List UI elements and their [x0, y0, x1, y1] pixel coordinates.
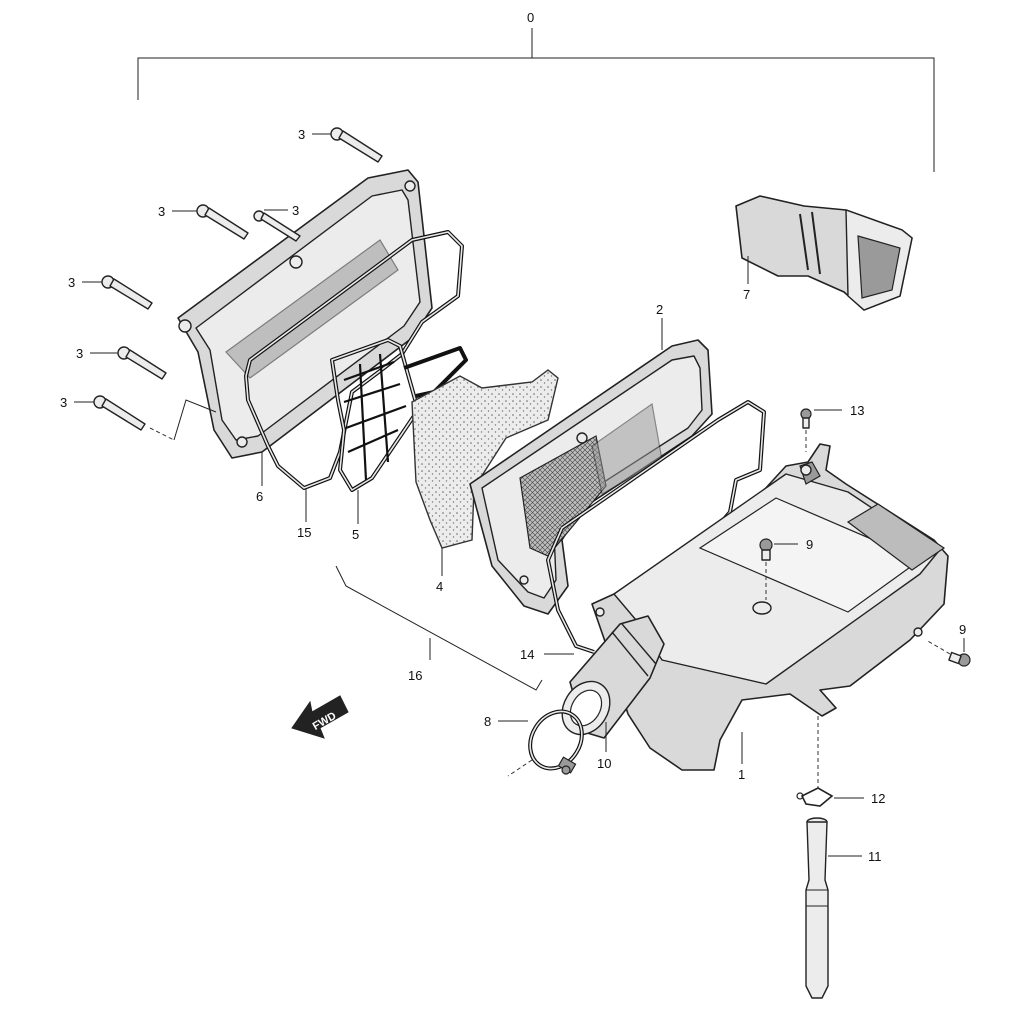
part-4-foam-element	[411, 369, 559, 549]
callout-1: 1	[738, 767, 745, 782]
part-9-screw-side	[925, 639, 971, 667]
part-11-drain-tube	[805, 817, 829, 999]
callout-9a: 9	[806, 537, 813, 552]
left-arrow-icon	[291, 695, 349, 739]
callout-4: 4	[436, 579, 443, 594]
callout-15: 15	[297, 525, 311, 540]
callout-3b: 3	[158, 204, 165, 219]
callout-3a: 3	[298, 127, 305, 142]
callout-3f: 3	[60, 395, 67, 410]
callout-7: 7	[743, 287, 750, 302]
assembly-bracket	[137, 28, 935, 172]
part-3-screws	[74, 127, 383, 441]
fwd-direction-arrow: FWD	[291, 695, 349, 739]
callout-3e: 3	[76, 346, 83, 361]
part-12-drain-clip	[796, 716, 834, 807]
callout-3d: 3	[68, 275, 75, 290]
part-14-case-gasket	[546, 400, 766, 654]
part-1-air-cleaner-case	[591, 443, 949, 771]
part-2-filter-plate	[469, 339, 713, 615]
screw-3b	[172, 204, 249, 240]
screw-3f	[74, 395, 146, 431]
screw-3d	[82, 275, 153, 310]
callout-3c: 3	[292, 203, 299, 218]
callout-13: 13	[850, 403, 864, 418]
part-13-screw	[800, 408, 812, 452]
part-10-connecting-tube	[561, 615, 665, 739]
part-9-screw-upper	[759, 538, 773, 600]
callout-6: 6	[256, 489, 263, 504]
part-15-cover-gasket	[244, 230, 464, 490]
callout-14: 14	[520, 647, 534, 662]
screw-3c	[253, 209, 301, 242]
callout-5: 5	[352, 527, 359, 542]
callout-8: 8	[484, 714, 491, 729]
assembly-bracket-16	[335, 565, 543, 691]
callout-10: 10	[597, 756, 611, 771]
part-7-intake-duct	[735, 195, 913, 311]
callout-0: 0	[527, 10, 534, 25]
callout-16: 16	[408, 668, 422, 683]
callout-9b: 9	[959, 622, 966, 637]
callout-11: 11	[868, 849, 882, 864]
callout-12: 12	[871, 791, 885, 806]
part-8-hose-clamp	[507, 709, 584, 777]
screw-3e	[90, 346, 167, 380]
callout-2: 2	[656, 302, 663, 317]
part-5-element-frame	[330, 338, 468, 492]
screw-3a	[312, 127, 383, 163]
